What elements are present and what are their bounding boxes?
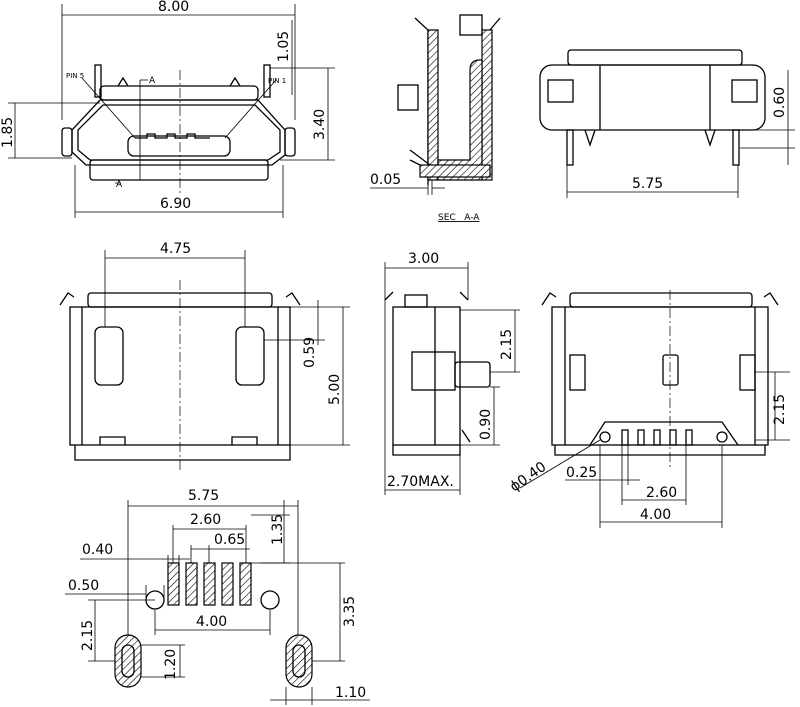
dim-lead-span: 5.75	[632, 176, 663, 192]
dim-hole-dia: ϕ0.40	[507, 459, 549, 495]
dim-slot-offset: 0.59	[302, 337, 318, 368]
dim-tab-height: 0.60	[772, 87, 788, 118]
dim-peg-offset: 2.15	[499, 329, 515, 360]
side-view: 3.00 2.15 0.90 2.70MAX.	[384, 251, 520, 495]
dim-opening-height: 1.85	[0, 117, 16, 148]
signal-pads	[167, 562, 252, 606]
top-view: 4.75 0.59 5.00	[59, 241, 350, 470]
dim-gap: 0.05	[370, 172, 401, 188]
dim-tab-offset: 2.15	[772, 394, 788, 425]
dim-side-width: 3.00	[408, 251, 439, 267]
dim-pitch: 0.65	[214, 532, 245, 548]
dim-pad-span: 2.60	[190, 512, 221, 528]
dim-slot-length: 1.20	[163, 649, 179, 680]
mount-slot-right	[285, 634, 313, 688]
section-caption: SEC A-A	[438, 213, 480, 223]
dim-overall-span: 5.75	[188, 488, 219, 504]
dim-peg-height: 0.90	[478, 409, 494, 440]
mount-slot-left	[114, 634, 142, 688]
front-view: 8.00 1.05 3.40 1.85 6.90 PIN 5 PIN 1 A A	[0, 0, 335, 218]
dim-pad-length: 1.35	[270, 514, 286, 545]
dim-max-height: 2.70MAX.	[387, 474, 454, 490]
dim-hole-span-fp: 4.00	[196, 614, 227, 630]
dim-pad-width: 0.40	[82, 542, 113, 558]
section-mark-bottom: A	[116, 180, 123, 190]
dim-hole-span: 4.00	[640, 507, 671, 523]
dim-length: 5.00	[327, 374, 343, 405]
dim-hole-dia-fp: 0.50	[68, 578, 99, 594]
bottom-view: 2.15 ϕ0.40 0.25 2.60 4.00	[507, 290, 790, 528]
rear-view: 0.60 5.75	[539, 49, 795, 198]
dim-width-overall: 8.00	[158, 0, 189, 15]
footprint-view: 5.75 2.60 0.65 1.35 0.40 0.50 3.35 2.15 …	[65, 488, 370, 705]
locating-hole-right	[260, 590, 280, 610]
dim-vertical-span: 3.35	[342, 596, 358, 627]
pin1-label: PIN 1	[268, 77, 286, 85]
dim-height: 3.40	[312, 109, 328, 140]
section-mark-top: A	[149, 76, 156, 86]
dim-lead-height: 1.05	[276, 31, 292, 62]
dim-pin-width: 0.25	[566, 465, 597, 481]
contact-pins	[621, 429, 693, 446]
dim-pin-span: 2.60	[646, 485, 677, 501]
dim-slot-offset-fp: 2.15	[80, 620, 96, 651]
section-view: 0.05 SEC A-A	[370, 14, 501, 223]
dim-body-width: 6.90	[160, 196, 191, 212]
dim-slot-width: 1.10	[335, 685, 366, 701]
dim-slot-span: 4.75	[160, 241, 191, 257]
pin5-label: PIN 5	[66, 72, 84, 80]
